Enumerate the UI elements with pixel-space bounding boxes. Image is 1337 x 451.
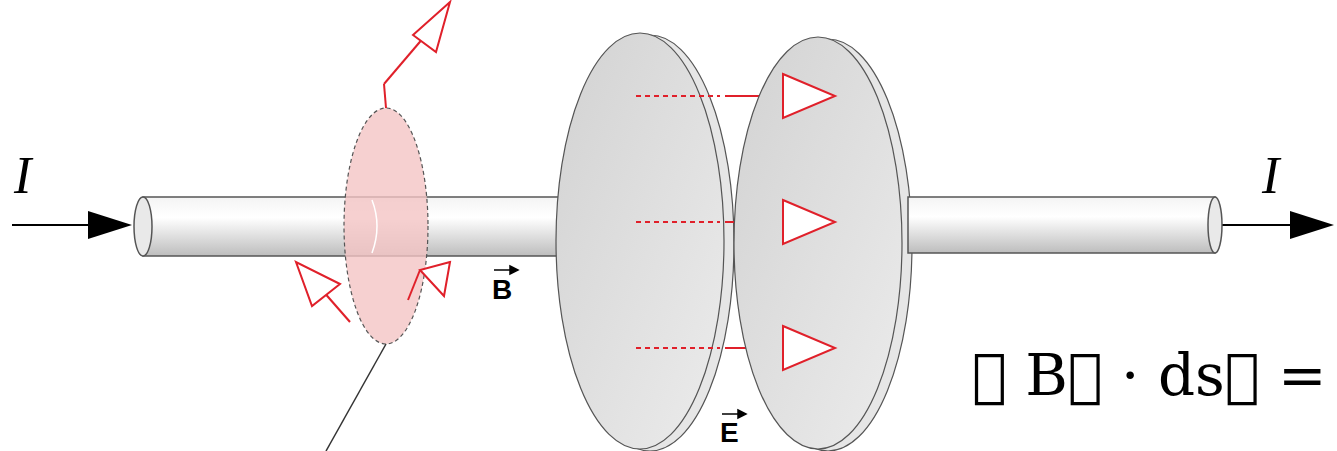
current-label: I bbox=[14, 150, 31, 202]
electric-field-arrowhead bbox=[783, 74, 835, 370]
capacitor-plate bbox=[556, 33, 734, 451]
amperian-loop bbox=[296, 2, 450, 451]
capacitor-plate bbox=[734, 37, 912, 451]
field-label: E bbox=[720, 419, 739, 447]
right-wire bbox=[908, 197, 1222, 253]
ampere-law-equation: ∮ B⃗ · ds⃗ = bbox=[972, 346, 1327, 404]
field-label: B bbox=[492, 276, 512, 304]
current-label: I bbox=[1262, 150, 1279, 202]
vector-arrow bbox=[494, 266, 746, 418]
